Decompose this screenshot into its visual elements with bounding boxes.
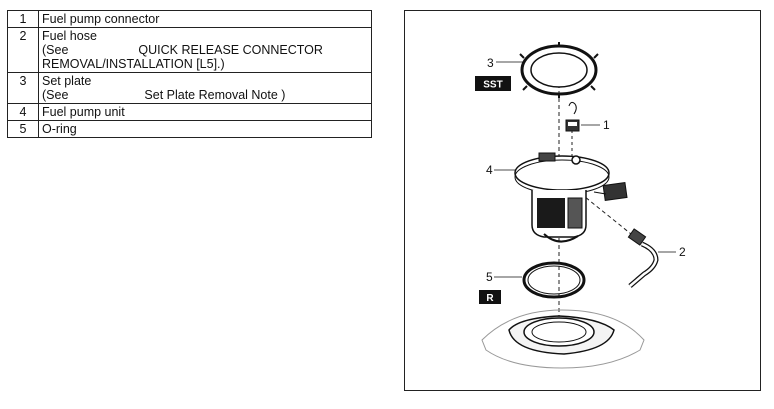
part-reference: (See QUICK RELEASE CONNECTOR	[42, 43, 368, 57]
callout-4: 4	[486, 163, 493, 177]
diagram-frame	[404, 10, 761, 391]
table-row: 2 Fuel hose (See QUICK RELEASE CONNECTOR …	[7, 27, 372, 73]
callout-1: 1	[603, 118, 610, 132]
table-row: 1 Fuel pump connector	[7, 10, 372, 28]
table-row: 5 O-ring	[7, 120, 372, 138]
see-prefix: (See	[42, 43, 69, 57]
r-badge: R	[479, 290, 501, 304]
part-reference: (See Set Plate Removal Note )	[42, 88, 368, 102]
part-number: 3	[7, 72, 39, 104]
part-name: Fuel hose	[42, 29, 97, 43]
set-plate	[519, 42, 599, 98]
callout-2: 2	[679, 245, 686, 259]
part-description: Fuel hose (See QUICK RELEASE CONNECTOR RE…	[38, 27, 372, 73]
part-number: 5	[7, 120, 39, 138]
part-name: Fuel pump connector	[38, 10, 372, 28]
r-badge-label: R	[486, 293, 494, 304]
fuel-hose	[627, 228, 659, 288]
part-name: Fuel pump unit	[38, 103, 372, 121]
table-row: 4 Fuel pump unit	[7, 103, 372, 121]
reference-link[interactable]: QUICK RELEASE CONNECTOR	[138, 43, 323, 57]
o-ring	[522, 261, 586, 299]
part-number: 4	[7, 103, 39, 121]
reference-link-cont[interactable]: REMOVAL/INSTALLATION [L5].)	[42, 57, 225, 71]
sst-badge: SST	[475, 76, 511, 91]
exploded-view-diagram: 3 1 4 2 5 SST R	[404, 10, 761, 391]
reference-link[interactable]: Set Plate Removal Note )	[144, 88, 286, 102]
see-prefix: (See	[42, 88, 69, 102]
tank-opening	[481, 309, 645, 369]
sst-badge-label: SST	[483, 80, 502, 91]
table-row: 3 Set plate (See Set Plate Removal Note )	[7, 72, 372, 104]
parts-table: 1 Fuel pump connector 2 Fuel hose (See QU…	[7, 10, 372, 138]
callout-3: 3	[487, 56, 494, 70]
fuel-pump-unit	[514, 152, 628, 243]
part-number: 1	[7, 10, 39, 28]
fuel-pump-connector	[565, 101, 580, 132]
part-description: Set plate (See Set Plate Removal Note )	[38, 72, 372, 104]
part-name: O-ring	[38, 120, 372, 138]
part-number: 2	[7, 27, 39, 73]
part-name: Set plate	[42, 74, 92, 88]
callout-5: 5	[486, 270, 493, 284]
